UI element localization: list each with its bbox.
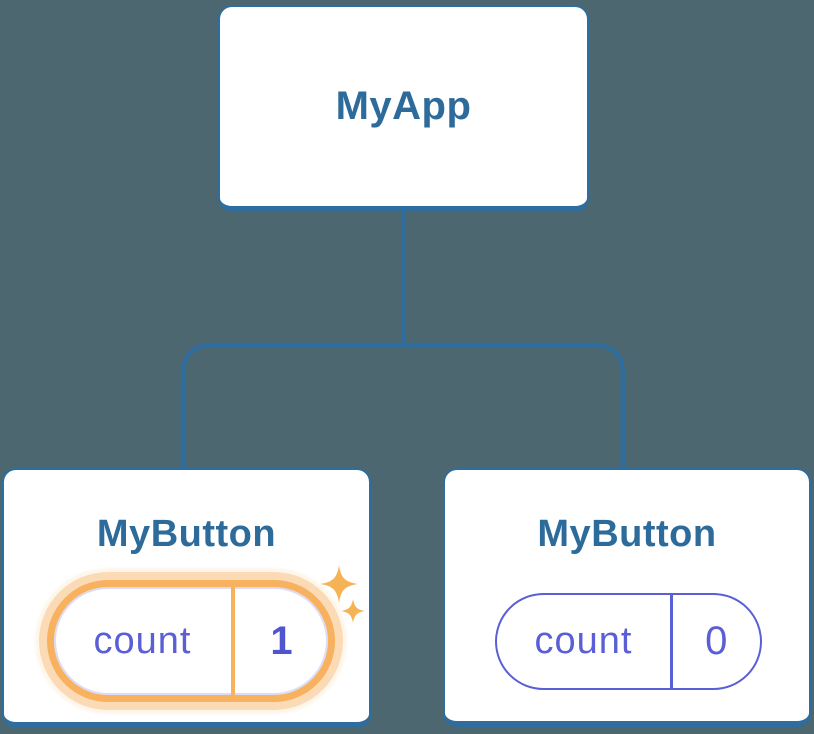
node-label: MyButton xyxy=(537,513,717,555)
state-pill: count 0 xyxy=(495,593,762,690)
connector-branch xyxy=(180,342,626,470)
pill-divider xyxy=(231,587,235,695)
node-label: MyButton xyxy=(96,513,277,555)
sparkle-icon xyxy=(320,565,365,623)
state-pill-highlighted: count 1 xyxy=(47,580,335,702)
tree-node-child-left: MyButton count 1 xyxy=(2,468,371,728)
tree-node-child-right: MyButton count 0 xyxy=(443,468,811,727)
tree-node-root: MyApp xyxy=(218,5,589,212)
state-value: 1 xyxy=(270,618,293,663)
sparkle-icon xyxy=(341,599,365,623)
node-label: MyApp xyxy=(335,84,472,128)
state-name: count xyxy=(534,620,633,662)
state-name: count xyxy=(93,619,192,662)
state-value: 0 xyxy=(705,619,728,663)
pill-divider xyxy=(670,595,673,688)
sparkle-icon xyxy=(320,565,358,603)
